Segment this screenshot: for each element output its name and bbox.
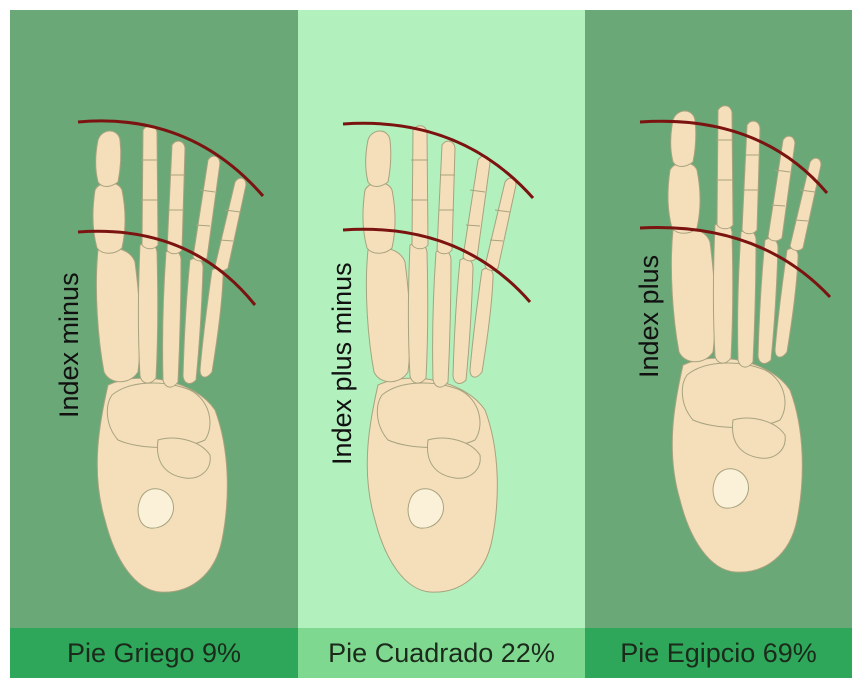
label-index-minus: Index minus — [54, 272, 85, 418]
foot-square — [363, 126, 516, 592]
label-index-plus: Index plus — [634, 255, 665, 378]
foot-greek — [93, 126, 246, 592]
foot-egyptian — [668, 106, 821, 572]
label-index-plus-minus: Index plus minus — [327, 262, 358, 465]
